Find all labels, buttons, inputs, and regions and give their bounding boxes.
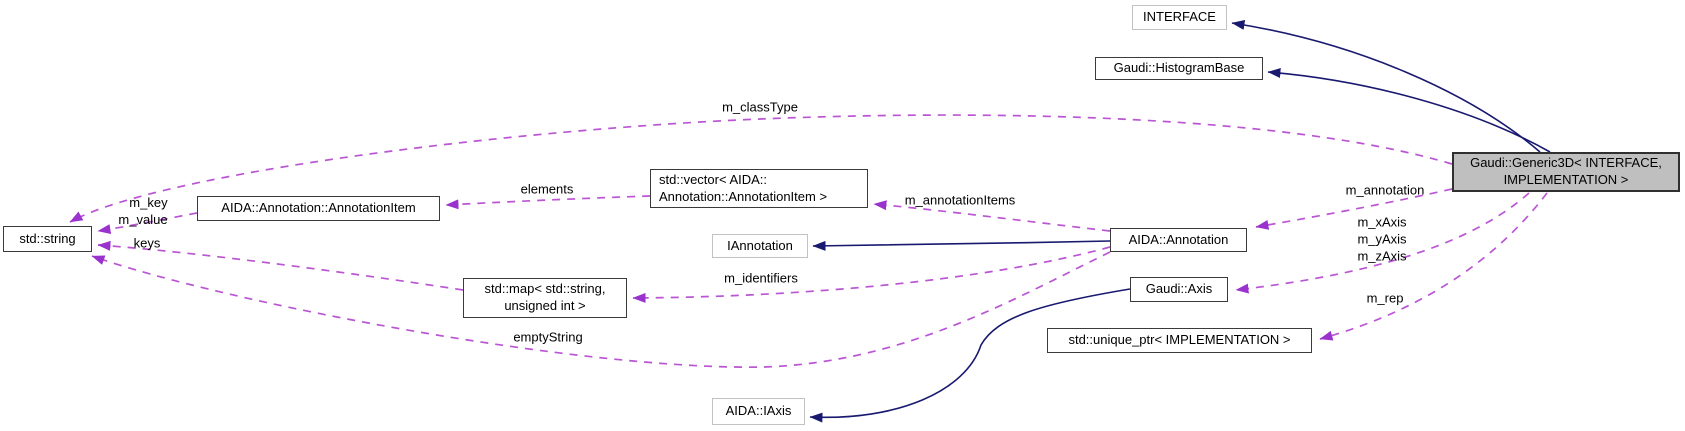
node-iannotation[interactable]: IAnnotation (712, 234, 808, 258)
edge-m-identifiers (632, 246, 1111, 303)
node-aida-annotation[interactable]: AIDA::Annotation (1110, 228, 1247, 252)
node-gaudi-generic3d[interactable]: Gaudi::Generic3D< INTERFACE, IMPLEMENTAT… (1452, 152, 1680, 192)
edge-label-m-identifiers: m_identifiers (724, 270, 798, 286)
edge-keys (97, 240, 464, 291)
edge-emptystring (91, 251, 1111, 369)
edge-label-m-annotation: m_annotation (1345, 182, 1425, 198)
edge-label-elements: elements (520, 181, 574, 197)
edge-label-m-annotationitems: m_annotationItems (904, 192, 1016, 208)
edge-m-classtype (69, 114, 1453, 223)
node-std-vector-annotationitem[interactable]: std::vector< AIDA:: Annotation::Annotati… (650, 169, 868, 208)
edge-m-annotation (1255, 188, 1453, 230)
edge-label-m-classtype: m_classType (722, 99, 798, 115)
node-gaudi-histogrambase[interactable]: Gaudi::HistogramBase (1095, 57, 1263, 80)
node-aida-iaxis[interactable]: AIDA::IAxis (712, 398, 805, 425)
edge-m-annotationitems (873, 200, 1111, 232)
edge-m-rep (1319, 192, 1548, 341)
node-aida-annotationitem[interactable]: AIDA::Annotation::AnnotationItem (197, 196, 440, 221)
edge-label-m-key-m-value: m_key m_value (118, 194, 168, 227)
edge-label-emptystring: emptyString (513, 329, 583, 345)
node-std-unique-ptr[interactable]: std::unique_ptr< IMPLEMENTATION > (1047, 328, 1312, 353)
edge-label-keys: keys (133, 235, 161, 251)
edge-label-m-rep: m_rep (1366, 290, 1404, 306)
edge-m-xyzaxis (1235, 192, 1530, 294)
edge-elements (445, 195, 651, 210)
edge-inherits-histogrambase (1267, 68, 1551, 153)
node-std-map[interactable]: std::map< std::string, unsigned int > (463, 278, 627, 318)
edge-inherits-iannotation (812, 240, 1111, 251)
edge-inherits-interface (1231, 19, 1541, 153)
edge-label-m-xyzaxis: m_xAxis m_yAxis m_zAxis (1357, 214, 1407, 264)
edge-inherits-iaxis (809, 288, 1131, 423)
node-std-string[interactable]: std::string (3, 226, 92, 252)
node-interface[interactable]: INTERFACE (1132, 5, 1227, 30)
edge-m-key-m-value (97, 212, 198, 235)
node-gaudi-axis[interactable]: Gaudi::Axis (1130, 277, 1228, 302)
